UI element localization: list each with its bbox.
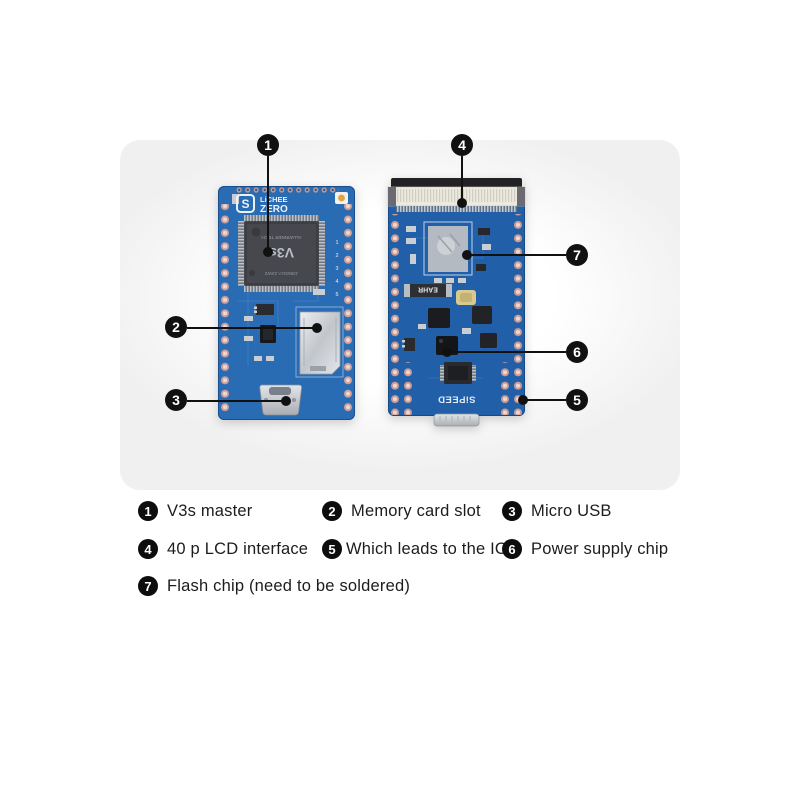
callout-3: 3 xyxy=(165,389,187,411)
callout-line-3 xyxy=(187,400,286,402)
callout-dot-3 xyxy=(281,396,291,406)
callout-7: 7 xyxy=(566,244,588,266)
legend-num-5: 5 xyxy=(322,539,342,559)
marked-resistor: EAHR xyxy=(404,284,452,297)
lichee-zero-logo: S LiCHEE ZERO xyxy=(236,194,288,215)
micro-usb-back xyxy=(433,413,480,427)
callout-2: 2 xyxy=(165,316,187,338)
flash-chip-pad xyxy=(423,221,473,276)
logo-line2: ZERO xyxy=(260,204,288,215)
legend-item-4: 4 40 p LCD interface xyxy=(138,539,308,559)
logo-mark: S xyxy=(241,197,249,211)
svg-text:4: 4 xyxy=(336,279,339,285)
power-supply-chips xyxy=(402,306,497,355)
callout-1: 1 xyxy=(257,134,279,156)
callout-line-6 xyxy=(447,351,566,353)
legend-item-5: 5 Which leads to the IO xyxy=(322,539,508,559)
legend-label-7: Flash chip (need to be soldered) xyxy=(167,576,411,595)
legend-label-5: Which leads to the IO xyxy=(346,539,508,558)
legend-item-2: 2 Memory card slot xyxy=(322,501,481,521)
legend-num-1: 1 xyxy=(138,501,158,521)
callout-4: 4 xyxy=(451,134,473,156)
legend-label-6: Power supply chip xyxy=(531,539,669,558)
led-component xyxy=(335,192,348,204)
callout-line-7 xyxy=(467,254,566,256)
legend-num-7: 7 xyxy=(138,576,158,596)
corner-component xyxy=(232,194,239,204)
component-marking: EAHR xyxy=(418,286,438,293)
svg-text:3: 3 xyxy=(336,266,339,272)
small-components xyxy=(244,289,325,361)
legend-num-6: 6 xyxy=(502,539,522,559)
board-back-photo: EAHR SiPEED xyxy=(387,178,526,427)
legend-label-2: Memory card slot xyxy=(351,501,481,520)
legend-item-3: 3 Micro USB xyxy=(502,501,612,521)
callout-5: 5 xyxy=(566,389,588,411)
lcd-fpc-connector xyxy=(387,178,526,212)
callout-line-1 xyxy=(267,156,269,254)
callout-dot-7 xyxy=(462,250,472,260)
chip-marking: J3865GA 23W2 xyxy=(264,270,298,276)
callout-dot-1 xyxy=(263,247,273,257)
board-front-photo: S LiCHEE ZERO J3865GA 23W2 V3s ALLWINNER… xyxy=(218,186,355,420)
legend-item-1: 1 V3s master xyxy=(138,501,252,521)
legend-label-3: Micro USB xyxy=(531,501,612,520)
callout-dot-6 xyxy=(442,347,452,357)
crystal-component xyxy=(456,290,476,305)
callout-dot-5 xyxy=(518,395,528,405)
legend-item-7: 7 Flash chip (need to be soldered) xyxy=(138,576,410,596)
logo-line1: LiCHEE xyxy=(260,195,288,204)
top-castellation-holes xyxy=(234,186,339,195)
sipeed-silkscreen: SiPEED xyxy=(438,394,476,405)
callout-line-2 xyxy=(187,327,317,329)
small-components-upper xyxy=(406,226,491,283)
svg-text:1: 1 xyxy=(336,240,339,246)
legend-label-1: V3s master xyxy=(167,501,253,520)
callout-line-4 xyxy=(461,156,463,204)
legend-num-4: 4 xyxy=(138,539,158,559)
soc-chip: J3865GA 23W2 V3s ALLWINNER TECH xyxy=(238,215,325,292)
chip-name: V3s xyxy=(269,245,294,261)
pin-number-labels: 1 2 3 4 5 xyxy=(336,240,339,298)
legend-item-6: 6 Power supply chip xyxy=(502,539,668,559)
sd-card-slot xyxy=(295,306,344,378)
legend-label-4: 40 p LCD interface xyxy=(167,539,309,558)
callout-6: 6 xyxy=(566,341,588,363)
callout-dot-4 xyxy=(457,198,467,208)
callout-line-5 xyxy=(523,399,566,401)
chip-brand: ALLWINNER TECH xyxy=(261,235,301,240)
legend-num-2: 2 xyxy=(322,501,342,521)
legend-num-3: 3 xyxy=(502,501,522,521)
svg-text:2: 2 xyxy=(336,253,339,259)
callout-dot-2 xyxy=(312,323,322,333)
qfn-chip xyxy=(440,362,476,384)
svg-text:5: 5 xyxy=(336,292,339,298)
